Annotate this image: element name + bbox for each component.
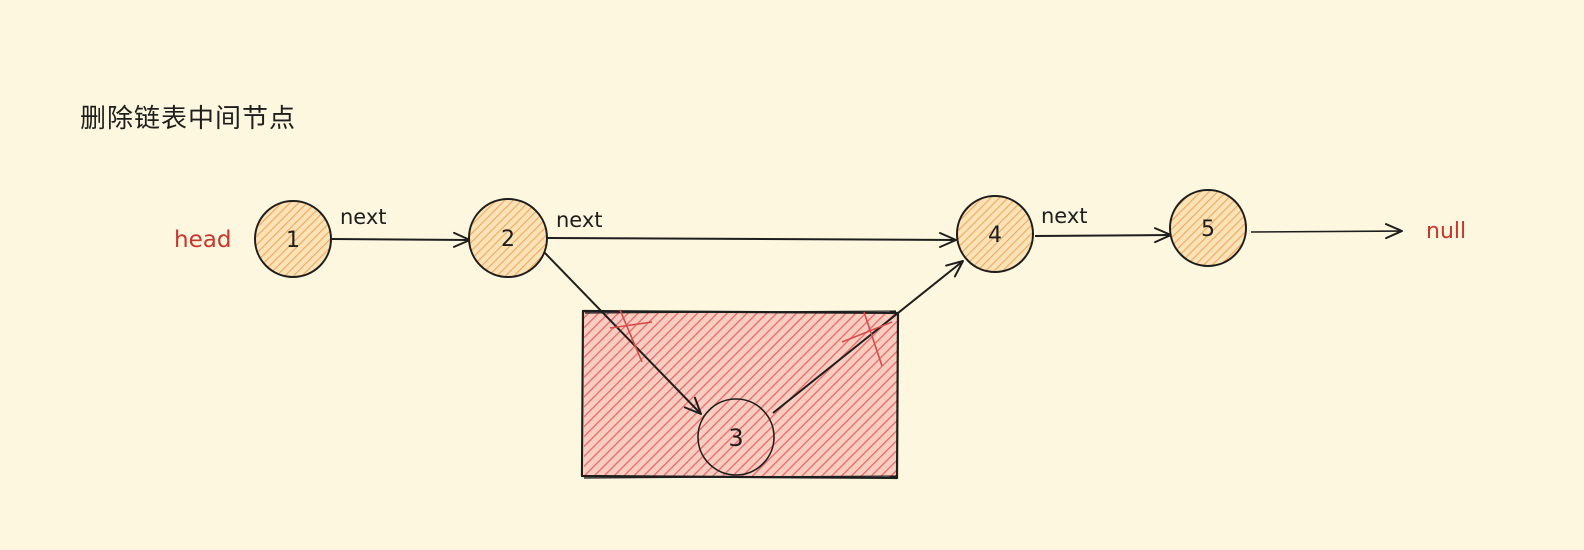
cut-mark-left bbox=[609, 309, 653, 363]
edge-2-to-4 bbox=[546, 231, 957, 248]
node-1: 1 bbox=[254, 200, 332, 278]
null-label: null bbox=[1426, 219, 1466, 244]
edge-5-to-null bbox=[1250, 223, 1403, 240]
edge-4-5-label: next bbox=[1041, 204, 1088, 228]
node-2-label: 2 bbox=[501, 227, 515, 252]
edge-2-4-label: next bbox=[556, 208, 603, 232]
node-5-label: 5 bbox=[1201, 217, 1215, 242]
head-label: head bbox=[174, 227, 231, 253]
node-2: 2 bbox=[468, 198, 548, 278]
cut-mark-right bbox=[841, 311, 893, 367]
node-3-label: 3 bbox=[728, 424, 743, 452]
edge-4-to-5 bbox=[1034, 227, 1172, 244]
node-4-label: 4 bbox=[988, 223, 1002, 248]
diagram-title: 删除链表中间节点 bbox=[80, 104, 297, 134]
node-5: 5 bbox=[1169, 189, 1247, 267]
node-4: 4 bbox=[956, 195, 1034, 273]
edge-1-2-label: next bbox=[340, 205, 387, 229]
node-3: 3 bbox=[697, 398, 775, 476]
edge-2-to-3 bbox=[543, 251, 702, 415]
edge-1-to-2 bbox=[331, 231, 471, 248]
node-1-label: 1 bbox=[286, 228, 300, 253]
edge-3-to-4 bbox=[772, 260, 964, 414]
